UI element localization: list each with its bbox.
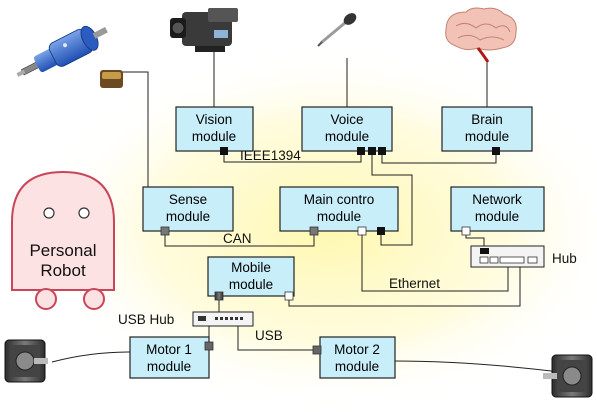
vision-port bbox=[220, 147, 228, 155]
network-module-sublabel: module bbox=[475, 209, 519, 224]
network-port bbox=[461, 226, 471, 236]
ethernet-label: Ethernet bbox=[389, 276, 440, 291]
main-control-module-label: Main contro bbox=[304, 192, 375, 207]
sense-module-label: Sense bbox=[169, 192, 207, 207]
voice-module: Voice module bbox=[301, 106, 393, 155]
voice-port-ieee bbox=[357, 147, 365, 155]
motor2-port bbox=[312, 345, 322, 355]
voice-module-label: Voice bbox=[330, 112, 363, 127]
main-port-ethernet bbox=[357, 226, 367, 236]
network-module: Network module bbox=[450, 186, 545, 236]
ethernet-hub-label: Hub bbox=[552, 251, 577, 266]
robot-body bbox=[11, 170, 115, 291]
brain-port bbox=[492, 147, 500, 155]
usb-label: USB bbox=[255, 328, 283, 343]
motor1-port bbox=[204, 341, 214, 351]
motor1-module-sublabel: module bbox=[147, 359, 191, 374]
mobile-port-ethernet bbox=[284, 291, 294, 301]
voice-port-brain bbox=[378, 147, 386, 155]
stepper-motor-icon bbox=[4, 339, 48, 383]
motor2-module-sublabel: module bbox=[335, 359, 379, 374]
robot-label-line2: Robot bbox=[40, 261, 86, 280]
arm-gripper-icon bbox=[16, 25, 108, 77]
connection-lines bbox=[51, 50, 561, 373]
motor2-module-label: Motor 2 bbox=[334, 342, 380, 357]
brain-module: Brain module bbox=[441, 106, 533, 155]
main-control-module: Main contro module bbox=[279, 186, 399, 236]
main-port-voice bbox=[377, 227, 385, 235]
brain-icon bbox=[445, 7, 517, 63]
can-label: CAN bbox=[223, 231, 252, 246]
sensor-icon bbox=[100, 70, 123, 88]
usb-hub: USB Hub bbox=[118, 311, 254, 327]
robot-left-eye bbox=[43, 207, 55, 219]
vision-module: Vision module bbox=[175, 106, 254, 155]
microphone-icon bbox=[317, 13, 357, 47]
motor1-module-label: Motor 1 bbox=[146, 342, 192, 357]
robot-right-wheel bbox=[83, 288, 105, 310]
voice-module-sublabel: module bbox=[325, 129, 369, 144]
robot-label-line1: Personal bbox=[29, 241, 96, 260]
usb-hub-label: USB Hub bbox=[118, 312, 174, 327]
sense-port bbox=[160, 226, 170, 236]
voice-port-main bbox=[368, 147, 376, 155]
mobile-module: Mobile module bbox=[207, 256, 295, 301]
main-control-module-sublabel: module bbox=[317, 209, 361, 224]
vision-module-sublabel: module bbox=[192, 129, 236, 144]
sense-module: Sense module bbox=[142, 186, 234, 236]
robot-right-eye bbox=[78, 207, 90, 219]
stepper-motor-icon bbox=[543, 354, 593, 398]
network-module-label: Network bbox=[472, 192, 522, 207]
ieee1394-label: IEEE1394 bbox=[240, 148, 301, 163]
brain-module-sublabel: module bbox=[465, 129, 509, 144]
main-port-can bbox=[309, 226, 319, 236]
sense-module-sublabel: module bbox=[166, 209, 210, 224]
mobile-module-label: Mobile bbox=[231, 260, 271, 275]
brain-module-label: Brain bbox=[471, 112, 503, 127]
vision-module-label: Vision bbox=[196, 112, 233, 127]
motor1-module: Motor 1 module bbox=[129, 336, 214, 379]
ethernet-hub: Hub bbox=[470, 245, 577, 268]
mobile-port-usb bbox=[214, 291, 224, 301]
robot-left-wheel bbox=[35, 288, 57, 310]
camcorder-icon bbox=[170, 8, 238, 52]
personal-robot: Personal Robot bbox=[11, 170, 115, 310]
motor2-module: Motor 2 module bbox=[312, 336, 396, 379]
mobile-module-sublabel: module bbox=[229, 277, 273, 292]
